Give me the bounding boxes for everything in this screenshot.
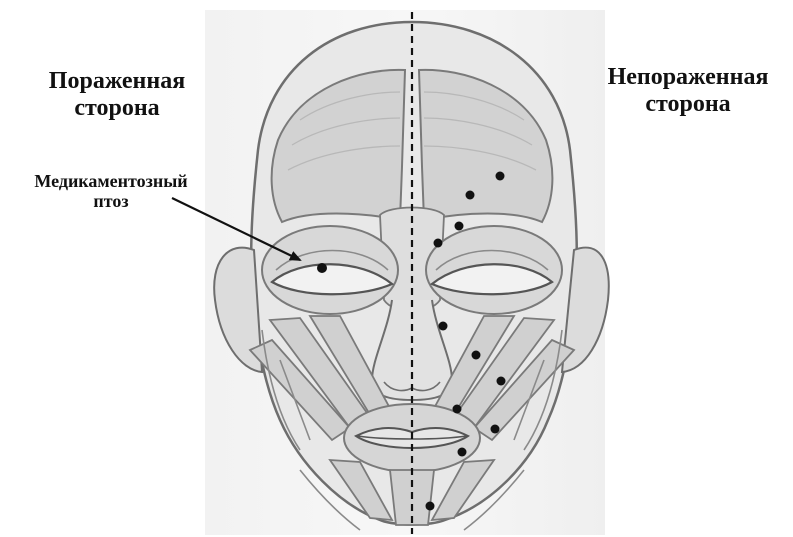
affected-side-label: Пораженная сторона	[22, 68, 212, 122]
injection-point	[466, 191, 475, 200]
injection-point	[453, 405, 462, 414]
unaffected-side-label: Непораженная сторона	[598, 64, 778, 118]
unaffected-side-label-line2: сторона	[598, 91, 778, 118]
ptosis-label-line1: Медикаментозный	[4, 171, 218, 191]
affected-side-label-line2: сторона	[22, 95, 212, 122]
injection-point	[426, 502, 435, 511]
injection-point	[496, 172, 505, 181]
injection-point	[455, 222, 464, 231]
injection-point	[317, 263, 327, 273]
injection-point	[497, 377, 506, 386]
ptosis-label: Медикаментозный птоз	[4, 171, 218, 211]
unaffected-side-label-line1: Непораженная	[598, 64, 778, 91]
injection-point	[491, 425, 500, 434]
affected-side-label-line1: Пораженная	[22, 68, 212, 95]
injection-point	[472, 351, 481, 360]
injection-point	[439, 322, 448, 331]
injection-point	[458, 448, 467, 457]
ptosis-label-line2: птоз	[4, 191, 218, 211]
injection-point	[434, 239, 443, 248]
